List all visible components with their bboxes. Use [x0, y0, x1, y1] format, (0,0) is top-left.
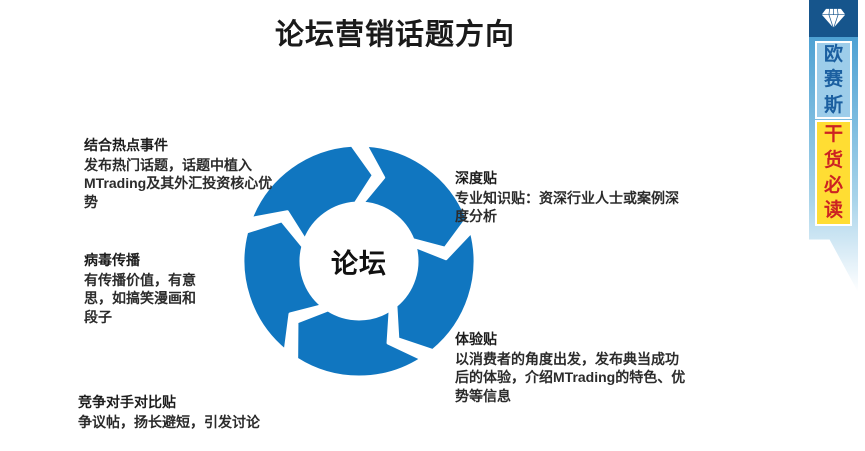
callout-depth-post-body: 专业知识贴：资深行业人士或案例深度分析	[455, 189, 679, 225]
ribbon-brand-char-2: 赛	[823, 69, 843, 91]
diagram-segments	[243, 145, 475, 377]
ribbon-header	[809, 0, 858, 37]
forum-cycle-diagram: 论坛	[243, 145, 475, 377]
callout-experience-post-heading: 体验贴	[455, 331, 497, 347]
cycle-diagram-svg	[243, 145, 475, 377]
callout-hotspot: 结合热点事件 发布热门话题，话题中植入MTrading及其外汇投资核心优势	[84, 136, 274, 211]
callout-depth-post: 深度贴 专业知识贴：资深行业人士或案例深度分析	[455, 169, 679, 226]
callout-experience-post: 体验贴 以消费者的角度出发，发布典当成功后的体验，介绍MTrading的特色、优…	[455, 330, 687, 405]
callout-hotspot-body: 发布热门话题，话题中植入MTrading及其外汇投资核心优势	[84, 156, 273, 210]
ribbon-tagline-panel: 干 货 必 读	[815, 120, 852, 226]
diagram-segment	[249, 145, 375, 242]
diagram-hub-circle	[303, 205, 415, 317]
callout-depth-post-heading: 深度贴	[455, 170, 497, 186]
diagram-segment	[361, 145, 469, 250]
diagram-segment	[295, 308, 423, 377]
diamond-icon	[820, 8, 847, 29]
diagram-segment	[243, 219, 324, 353]
page-title: 论坛营销话题方向	[274, 19, 515, 51]
ribbon-tagline-char-4: 读	[823, 200, 843, 222]
brand-ribbon-banner: 欧 赛 斯 干 货 必 读	[809, 0, 858, 292]
callout-viral: 病毒传播 有传播价值，有意思，如搞笑漫画和段子	[84, 251, 208, 326]
callout-viral-heading: 病毒传播	[84, 252, 140, 268]
callout-competitor-compare: 竞争对手对比贴 争议帖，扬长避短，引发讨论	[78, 393, 338, 431]
ribbon-brand-char-3: 斯	[823, 94, 843, 116]
ribbon-tagline-char-1: 干	[823, 124, 843, 146]
ribbon-tagline-char-2: 货	[823, 149, 843, 171]
ribbon-tagline-char-3: 必	[823, 175, 843, 196]
ribbon-brand-char-1: 欧	[823, 43, 843, 65]
ribbon-brand-panel: 欧 赛 斯	[815, 41, 852, 119]
callout-competitor-compare-heading: 竞争对手对比贴	[78, 394, 176, 410]
callout-experience-post-body: 以消费者的角度出发，发布典当成功后的体验，介绍MTrading的特色、优势等信息	[455, 350, 686, 404]
callout-viral-body: 有传播价值，有意思，如搞笑漫画和段子	[84, 271, 196, 325]
callout-competitor-compare-body: 争议帖，扬长避短，引发讨论	[78, 413, 260, 430]
diagram-segment	[394, 230, 475, 353]
callout-hotspot-heading: 结合热点事件	[84, 137, 168, 153]
